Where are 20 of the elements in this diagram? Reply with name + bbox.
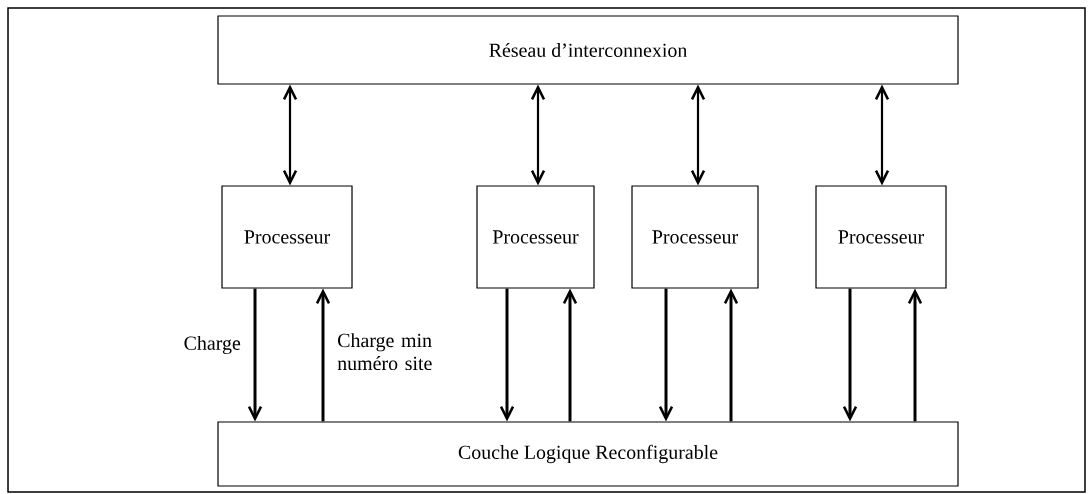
processor-box: Processeur <box>815 185 947 289</box>
arrow <box>723 288 739 422</box>
arrow <box>282 84 298 186</box>
edge-label: Charge min numéro site <box>337 333 432 371</box>
logic-layer-box: Couche Logique Reconfigurable <box>217 421 959 487</box>
processor-box: Processeur <box>476 185 595 289</box>
processor-box: Processeur <box>221 185 353 289</box>
arrow <box>247 288 263 422</box>
network-box: Réseau d’interconnexion <box>217 15 959 85</box>
arrow <box>562 288 578 422</box>
arrow <box>842 288 858 422</box>
arrow <box>658 288 674 422</box>
arrow <box>315 288 331 422</box>
processor-box: Processeur <box>631 185 759 289</box>
edge-label: Charge <box>184 335 241 355</box>
arrow <box>530 84 546 186</box>
arrow <box>690 84 706 186</box>
arrow <box>499 288 515 422</box>
arrow <box>907 288 923 422</box>
arrow <box>874 84 890 186</box>
